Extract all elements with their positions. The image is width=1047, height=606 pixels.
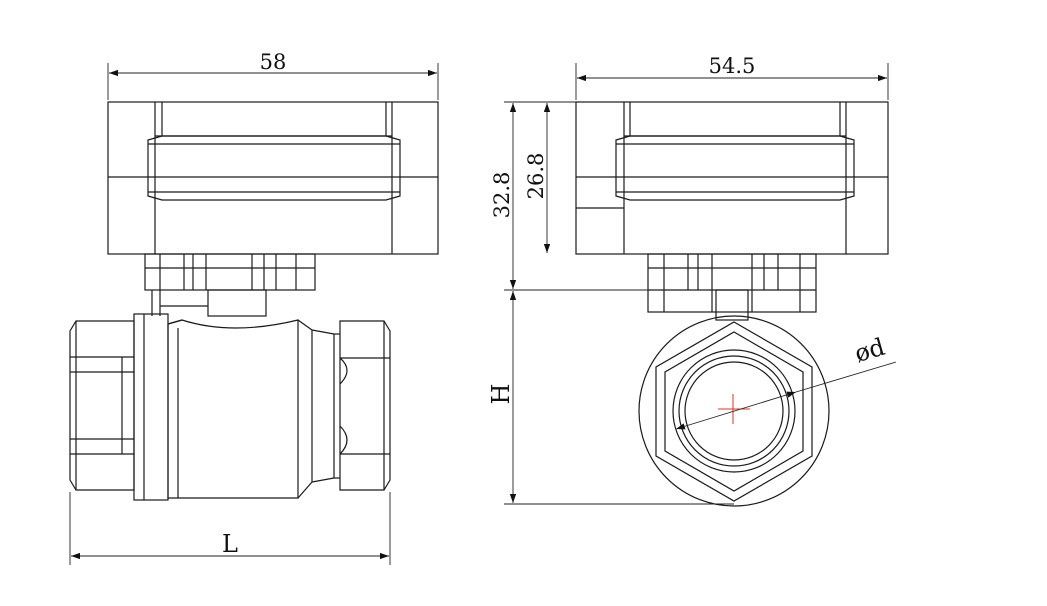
dimension-H: H <box>487 291 517 503</box>
dimension-54-5-label: 54.5 <box>709 54 756 78</box>
dimension-26-8-label: 26.8 <box>524 153 548 200</box>
dimension-58: 58 <box>107 50 439 100</box>
actuator-housing-side <box>107 101 439 255</box>
actuator-housing-front <box>575 101 889 255</box>
front-view: ød 54.5 32.8 26.8 H <box>487 54 897 507</box>
dimension-32-8: 32.8 <box>490 103 517 289</box>
dimension-58-label: 58 <box>260 50 287 74</box>
dimension-L: L <box>69 492 391 565</box>
dimension-32-8-label: 32.8 <box>490 172 514 219</box>
mounting-bracket-side <box>144 253 316 317</box>
diameter-label: ød <box>852 333 888 368</box>
dimension-L-label: L <box>222 530 238 558</box>
center-mark <box>718 394 750 424</box>
side-view: 58 L <box>69 50 439 565</box>
dimension-26-8: 26.8 <box>524 103 551 253</box>
dimension-H-label: H <box>487 384 515 405</box>
valve-body-side <box>69 313 391 501</box>
mounting-bracket-front <box>647 253 817 321</box>
dimension-54-5: 54.5 <box>575 54 889 100</box>
